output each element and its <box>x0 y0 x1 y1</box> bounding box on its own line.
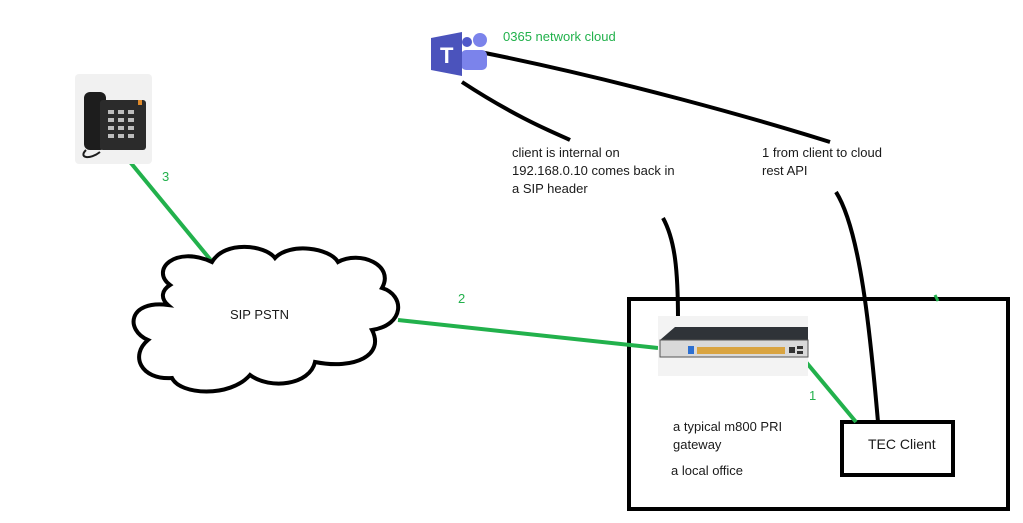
tec-client-label: TEC Client <box>868 436 936 452</box>
internal-client-note-line1: client is internal on <box>512 145 620 160</box>
rest-api-note-line2: rest API <box>762 163 808 178</box>
desk-phone-icon <box>75 74 152 164</box>
link-internal-note-to-gateway <box>661 217 680 321</box>
connection-label-2: 2 <box>458 291 466 306</box>
local-office-label: a local office <box>671 463 744 478</box>
microsoft-teams-icon: T <box>431 32 487 76</box>
rest-api-note-line1: 1 from client to cloud <box>762 145 882 160</box>
tec-client-box <box>840 420 955 477</box>
sip-pstn-label: SIP PSTN <box>230 307 290 322</box>
link-teams-to-rest-api <box>479 50 831 144</box>
link-pstn-to-gateway <box>397 318 659 350</box>
internal-client-note-line3: a SIP header <box>512 181 588 196</box>
internal-client-note-line2: 192.168.0.10 comes back in <box>512 163 675 178</box>
gateway-label-line1: a typical m800 PRI <box>673 419 783 434</box>
sip-pstn-cloud <box>131 244 400 394</box>
link-rest-api-to-client <box>834 190 880 423</box>
gateway-label-line2: gateway <box>673 437 722 452</box>
link-gateway-to-client <box>799 354 858 424</box>
teams-cloud-label: 0365 network cloud <box>503 29 616 44</box>
local-office-boundary <box>627 297 1010 511</box>
link-stub <box>933 294 940 302</box>
link-teams-to-internal-note <box>460 80 571 142</box>
m800-gateway-device-icon <box>658 316 809 376</box>
connection-label-3: 3 <box>162 169 170 184</box>
connection-label-1: 1 <box>809 388 817 403</box>
svg-text:T: T <box>440 43 454 68</box>
